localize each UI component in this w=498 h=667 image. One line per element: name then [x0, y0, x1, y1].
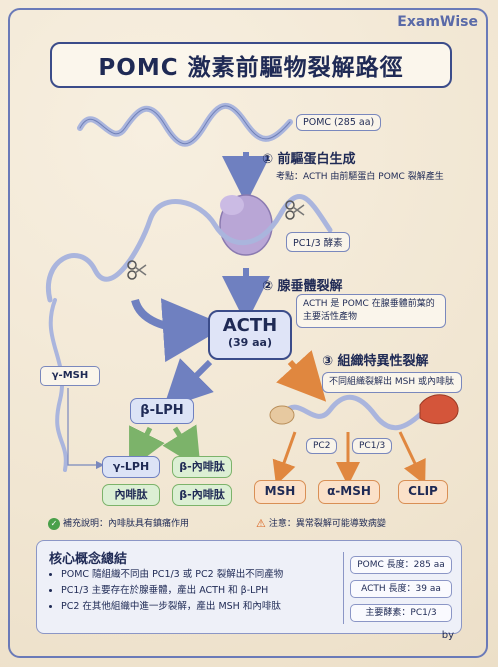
- stat-pomc-length: POMC 長度：285 aa: [350, 556, 452, 574]
- step1-note: 考點：ACTH 由前驅蛋白 POMC 裂解產生: [276, 172, 444, 182]
- step2-heading: ② 腺垂體裂解: [262, 279, 343, 294]
- step2-note: ACTH 是 POMC 在腺垂體前葉的主要活性產物: [296, 294, 446, 328]
- warning-icon: ⚠: [256, 517, 266, 530]
- acth-length: (39 aa): [227, 336, 273, 349]
- summary-point: PC1/3 主要存在於腺垂體，產出 ACTH 和 β-LPH: [61, 583, 283, 599]
- left-tail-chain: [48, 298, 68, 472]
- summary-point: POMC 隨組織不同由 PC1/3 或 PC2 裂解出不同產物: [61, 567, 283, 583]
- arrow-acth-betalph: [163, 358, 214, 409]
- liver-icon: [419, 394, 459, 425]
- stat-acth-length: ACTH 長度：39 aa: [350, 580, 452, 598]
- connector-gamma: [67, 388, 105, 470]
- page-frame: [8, 8, 488, 658]
- brain-icon: [269, 405, 295, 425]
- step3-note: 不同組織裂解出 MSH 或內啡肽: [322, 372, 462, 393]
- pc13-label: PC1/3: [352, 438, 393, 454]
- beta-endorphin-box-1: β-內啡肽: [172, 456, 232, 478]
- arrow-betalph-betaendorphin: [162, 424, 201, 469]
- alpha-msh-box: α-MSH: [318, 480, 380, 504]
- summary-panel: 核心概念總結 POMC 隨組織不同由 PC1/3 或 PC2 裂解出不同產物 P…: [36, 540, 462, 634]
- long-chain: [45, 194, 333, 303]
- stat-main-enzyme: 主要酵素：PC1/3: [350, 604, 452, 622]
- step1-heading: ① 前驅蛋白生成: [262, 152, 356, 167]
- summary-point: PC2 在其他組織中進一步裂解，產出 MSH 和內啡肽: [61, 599, 283, 615]
- summary-list: POMC 隨組織不同由 PC1/3 或 PC2 裂解出不同產物 PC1/3 主要…: [47, 567, 283, 615]
- beta-lph-box: β-LPH: [130, 398, 194, 424]
- gamma-msh-label: γ-MSH: [40, 366, 100, 386]
- scissors-icon: [285, 200, 305, 220]
- pc2-label: PC2: [306, 438, 338, 454]
- gamma-lph-box: γ-LPH: [102, 456, 160, 478]
- page-title: POMC 激素前驅物裂解路徑: [50, 42, 452, 88]
- msh-box: MSH: [254, 480, 306, 504]
- summary-heading: 核心概念總結: [49, 552, 128, 567]
- acth-box: ACTH (39 aa): [208, 310, 292, 360]
- beta-endorphin-box-2: β-內啡肽: [172, 484, 232, 506]
- pomc-chain-outline: [79, 105, 291, 145]
- caution-text: 注意：異常裂解可能導致病變: [268, 519, 386, 529]
- brand-logo: ExamWise: [397, 14, 478, 30]
- scissors-icon: [127, 260, 147, 280]
- footer-credit: by: [441, 630, 454, 641]
- check-icon: ✓: [48, 517, 60, 530]
- arrow-acth-step3: [276, 350, 327, 402]
- pomc-chain: [77, 102, 293, 147]
- supplement-text: 補充說明：內啡肽具有鎮痛作用: [63, 519, 190, 529]
- endorphin-box: 內啡肽: [102, 484, 160, 506]
- arrow-to-acth: [131, 298, 227, 363]
- arrow-betalph-gammalph: [129, 425, 165, 470]
- tissue-chain: [282, 394, 428, 431]
- supplement-note: ✓補充說明：內啡肽具有鎮痛作用: [48, 516, 189, 530]
- arrow-pc2-msh: [272, 431, 297, 486]
- step3-heading: ③ 組織特異性裂解: [322, 354, 429, 369]
- acth-name: ACTH: [222, 315, 278, 336]
- clip-box: CLIP: [398, 480, 448, 504]
- caution-note: ⚠注意：異常裂解可能導致病變: [256, 516, 386, 530]
- arrow-clip: [398, 431, 426, 485]
- pomc-label: POMC (285 aa): [296, 114, 382, 131]
- summary-divider: [343, 552, 344, 624]
- enzyme-label: PC1/3 酵素: [286, 232, 350, 252]
